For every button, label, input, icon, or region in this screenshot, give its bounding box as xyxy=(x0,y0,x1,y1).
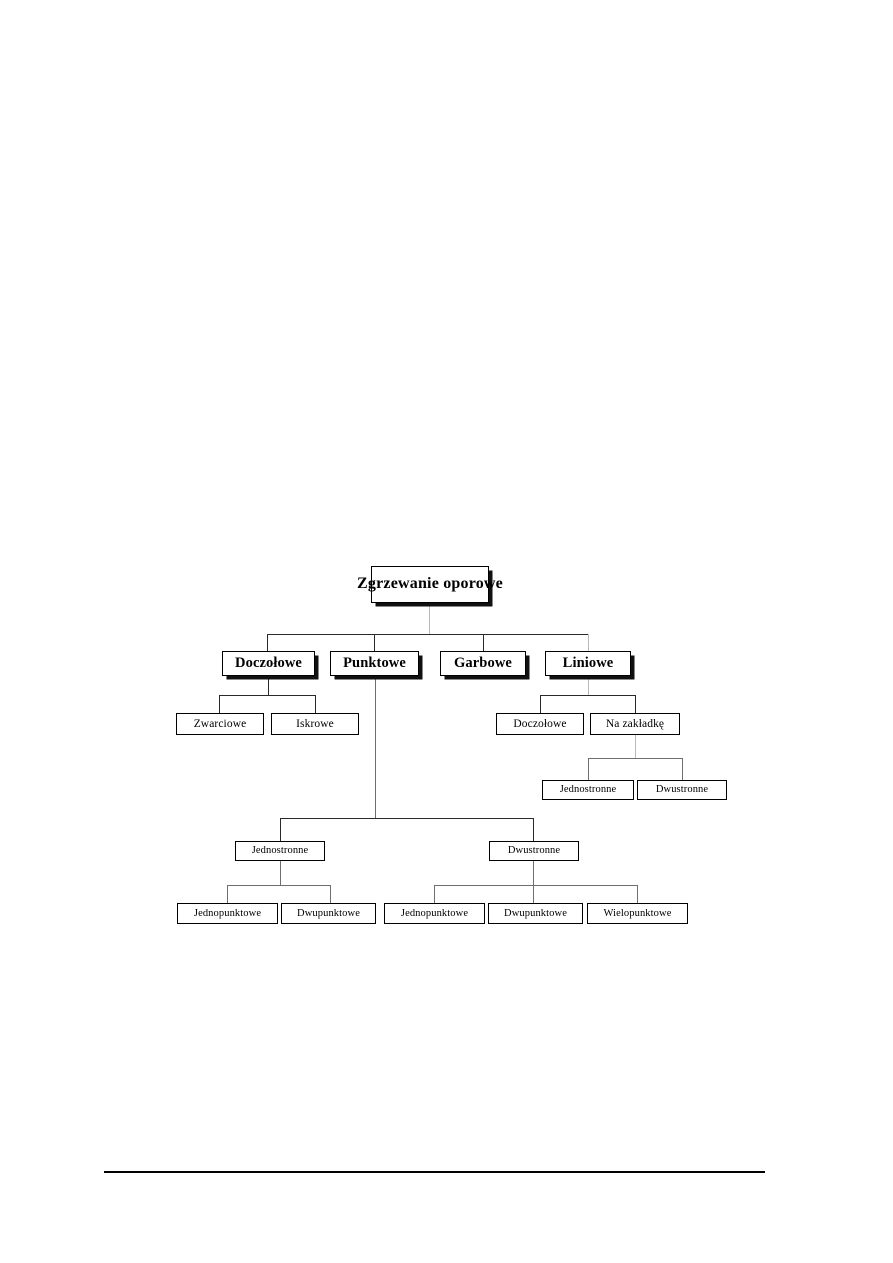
node-punktowe-dwustronne: Dwustronne xyxy=(489,841,579,861)
edge-jednostronne-to-jednopunktowe xyxy=(227,885,229,904)
edge-dwustronne-to-jednopunktowe xyxy=(434,885,436,904)
edge-doczolowe-stem xyxy=(268,676,270,696)
edge-bus-punktowe xyxy=(280,818,534,820)
node-doczolowe: Doczołowe xyxy=(222,651,315,676)
edge-root-to-garbowe xyxy=(483,634,485,652)
node-zgrzewanie-oporowe: Zgrzewanie oporowe xyxy=(357,566,503,603)
edge-dwustronne-to-dwupunktowe xyxy=(533,885,535,904)
edge-pkt-jednostronne-stem xyxy=(280,861,282,885)
edge-doczolowe-to-zwarciowe xyxy=(219,695,221,714)
node-zwarciowe: Zwarciowe xyxy=(176,713,264,735)
edge-bus-doczolowe xyxy=(219,695,316,697)
edge-bus-level1 xyxy=(267,634,588,636)
edge-liniowe-to-doczolowe xyxy=(540,695,542,714)
node-na-zakladke-jednostronne: Jednostronne xyxy=(542,780,634,800)
node-na-zakladke-dwustronne: Dwustronne xyxy=(637,780,727,800)
edge-root-to-liniowe xyxy=(588,634,590,652)
edge-root-stem xyxy=(429,603,431,634)
edge-liniowe-stem xyxy=(588,676,590,696)
node-jednostronne-jednopunktowe: Jednopunktowe xyxy=(177,903,278,924)
edge-jednostronne-to-dwupunktowe xyxy=(330,885,332,904)
node-iskrowe: Iskrowe xyxy=(271,713,359,735)
edge-punktowe-to-dwustronne xyxy=(533,818,535,841)
edge-bus-pkt-dwustronne xyxy=(434,885,637,887)
edge-bus-na-zakladke xyxy=(588,758,683,760)
edge-liniowe-to-na-zakladke xyxy=(635,695,637,714)
edge-na-zakladke-to-dwustronne xyxy=(682,758,684,780)
edge-na-zakladke-to-jednostronne xyxy=(588,758,590,780)
node-jednostronne-dwupunktowe: Dwupunktowe xyxy=(281,903,376,924)
edge-na-zakladke-stem xyxy=(635,735,637,758)
node-dwustronne-dwupunktowe: Dwupunktowe xyxy=(488,903,583,924)
node-dwustronne-jednopunktowe: Jednopunktowe xyxy=(384,903,485,924)
edge-root-to-punktowe xyxy=(374,634,376,652)
node-liniowe: Liniowe xyxy=(545,651,631,676)
edge-pkt-dwustronne-stem xyxy=(533,861,535,885)
edge-bus-liniowe xyxy=(540,695,636,697)
page-footer-rule xyxy=(104,1171,765,1173)
edge-bus-pkt-jednostronne xyxy=(227,885,331,887)
node-dwustronne-wielopunktowe: Wielopunktowe xyxy=(587,903,688,924)
node-garbowe: Garbowe xyxy=(440,651,526,676)
edge-punktowe-to-jednostronne xyxy=(280,818,282,841)
edge-dwustronne-to-wielopunktowe xyxy=(637,885,639,904)
edge-doczolowe-to-iskrowe xyxy=(315,695,317,714)
node-punktowe: Punktowe xyxy=(330,651,419,676)
node-liniowe-doczolowe: Doczołowe xyxy=(496,713,584,735)
edge-punktowe-stem xyxy=(375,676,377,818)
node-na-zakladke: Na zakładkę xyxy=(590,713,680,735)
node-punktowe-jednostronne: Jednostronne xyxy=(235,841,325,861)
edge-root-to-doczolowe xyxy=(267,634,269,652)
